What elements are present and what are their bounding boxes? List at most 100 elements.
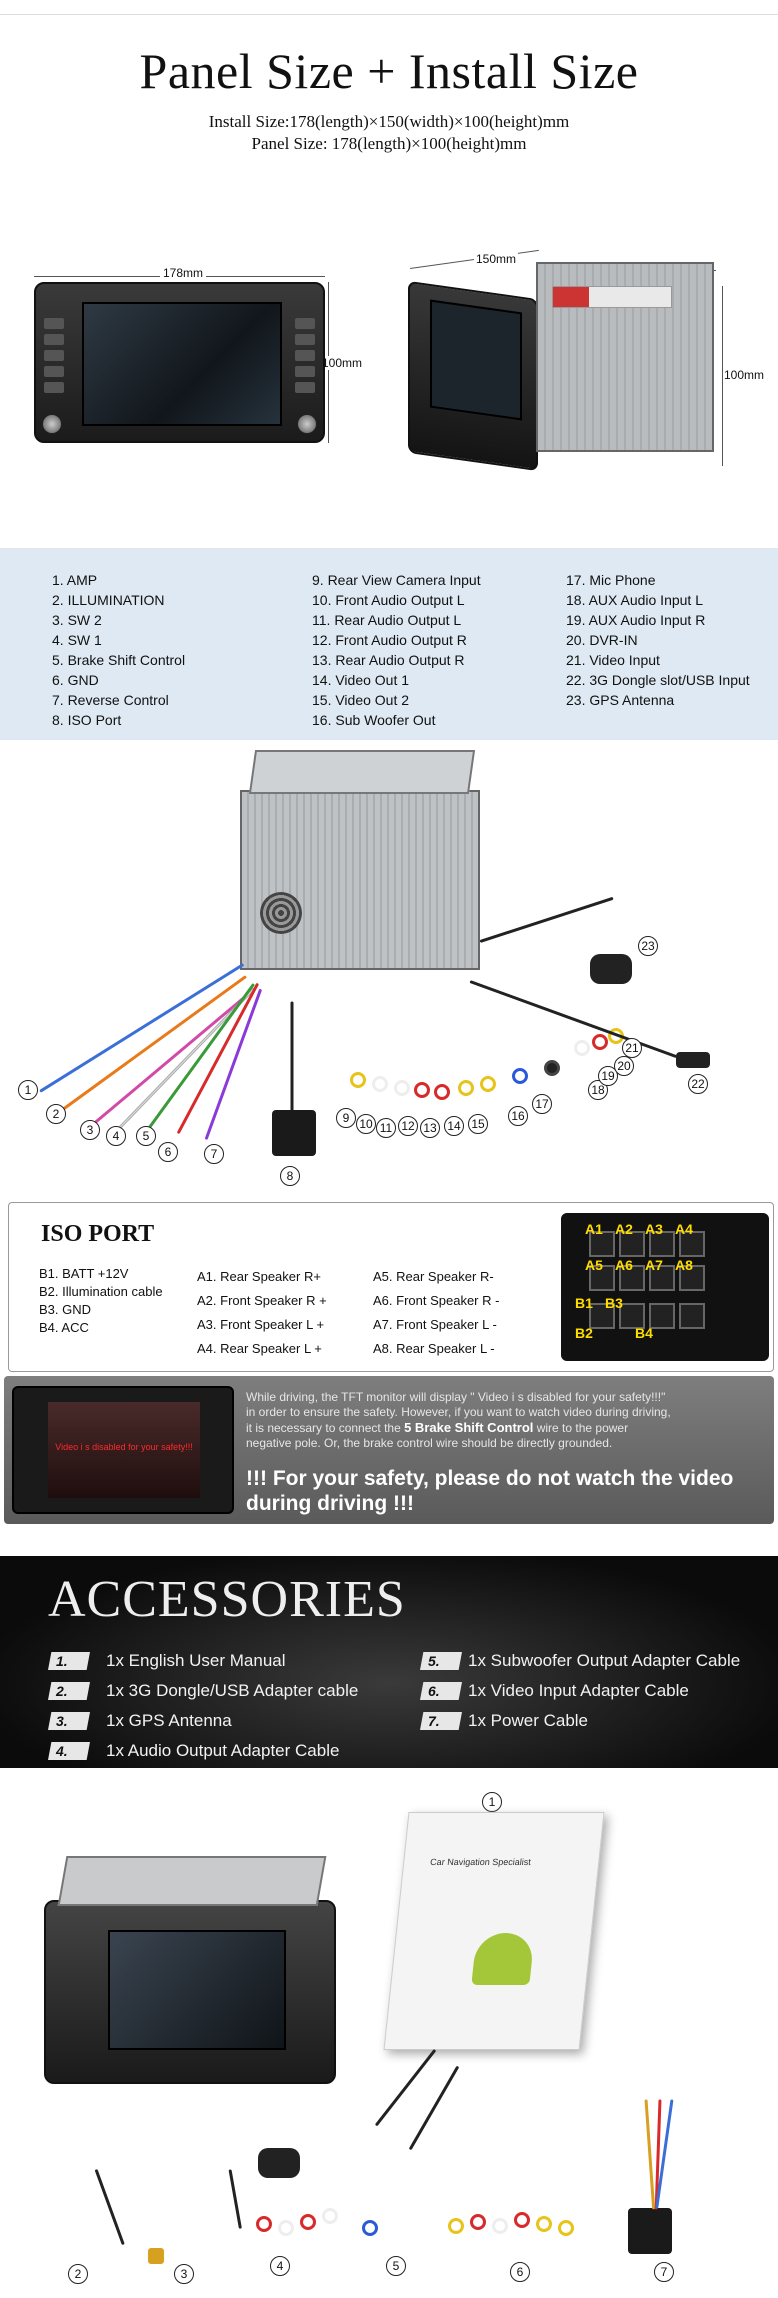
usb-connector — [676, 1052, 710, 1068]
rca-plug — [448, 2218, 464, 2234]
pin-item: 17. Mic Phone — [566, 572, 656, 588]
wiring-diagram: 1 2 3 4 5 6 7 8 9 10 11 12 13 14 15 16 1… — [0, 740, 778, 1208]
iso-b-pins: B1. BATT +12V B2. Illumination cable B3.… — [39, 1265, 163, 1337]
cable — [176, 982, 260, 1135]
front-width-label: 178mm — [160, 266, 207, 280]
iso-port-section: ISO PORT B1. BATT +12V B2. Illumination … — [8, 1202, 774, 1372]
accessory-text: 1x Power Cable — [468, 1711, 589, 1730]
rca-plug — [350, 1072, 366, 1088]
pin-cell — [679, 1265, 705, 1291]
rca-plug — [512, 1068, 528, 1084]
accessory-text: 1x GPS Antenna — [106, 1711, 232, 1730]
pin-cell — [649, 1303, 675, 1329]
safety-banner: Video i s disabled for your safety!!! Wh… — [4, 1376, 774, 1524]
pin-cell — [619, 1231, 645, 1257]
iso-plug — [272, 1110, 316, 1156]
rca-plug — [480, 1076, 496, 1092]
callout-label: 20 — [614, 1056, 634, 1076]
rca-plug — [574, 1040, 590, 1056]
pin-cell — [649, 1231, 675, 1257]
rca-plug — [558, 2220, 574, 2236]
iso-pin: A4. Rear Speaker L + — [197, 1341, 322, 1356]
iso-pin: A5. Rear Speaker R- — [373, 1269, 494, 1284]
chassis-top — [248, 750, 476, 794]
callout-label: 3 — [80, 1120, 100, 1140]
iso-pin: A2. Front Speaker R + — [197, 1293, 327, 1308]
accessory-text: 1x Audio Output Adapter Cable — [106, 1741, 340, 1760]
cable — [408, 2065, 460, 2151]
accessory-number: 6. — [420, 1682, 462, 1700]
brake-wire-label: 5 Brake Shift Control — [404, 1420, 534, 1435]
tune-knob — [297, 414, 317, 434]
pin-label: A7 — [645, 1257, 663, 1273]
size-section: Panel Size + Install Size Install Size:1… — [0, 0, 778, 548]
accessory-text: 1x 3G Dongle/USB Adapter cable — [106, 1681, 359, 1700]
unit-screen: Video i s disabled for your safety!!! — [48, 1402, 200, 1498]
rca-plug — [458, 1080, 474, 1096]
callout-label: 22 — [688, 1074, 708, 1094]
pin-item: 13. Rear Audio Output R — [312, 652, 465, 668]
rca-plug — [434, 1084, 450, 1100]
pin-cell — [679, 1231, 705, 1257]
pin-column-1: 1. AMP 2. ILLUMINATION 3. SW 2 4. SW 1 5… — [52, 570, 185, 730]
pin-item: 20. DVR-IN — [566, 632, 638, 648]
unit-chassis-top — [57, 1856, 327, 1906]
user-manual: Car Navigation Specialist — [383, 1812, 605, 2050]
rca-plug — [492, 2218, 508, 2234]
rca-plug — [256, 2216, 272, 2232]
iso-pin: B3. GND — [39, 1302, 92, 1317]
pin-label: A2 — [615, 1221, 633, 1237]
pin-item: 19. AUX Audio Input R — [566, 612, 706, 628]
pin-label: A6 — [615, 1257, 633, 1273]
pin-item: 4. SW 1 — [52, 632, 102, 648]
pin-item: 18. AUX Audio Input L — [566, 592, 703, 608]
manual-title: Car Navigation Specialist — [429, 1857, 532, 1867]
callout-label: 15 — [468, 1114, 488, 1134]
cable — [290, 1001, 294, 1114]
rca-plug — [300, 2214, 316, 2230]
accessory-text: 1x English User Manual — [106, 1651, 286, 1670]
accessories-title: ACCESSORIES — [48, 1571, 406, 1628]
pin-item: 1. AMP — [52, 572, 98, 588]
callout-label: 6 — [158, 1142, 178, 1162]
usb-connector — [148, 2248, 164, 2264]
head-unit-front — [34, 282, 325, 443]
callout-label: 7 — [204, 1144, 224, 1164]
pin-label: B1 — [575, 1295, 593, 1311]
pin-cell — [619, 1303, 645, 1329]
power-harness-plug — [628, 2208, 672, 2254]
pin-item: 22. 3G Dongle slot/USB Input — [566, 672, 750, 688]
callout-label: 4 — [270, 2256, 290, 2276]
accessory-number: 7. — [420, 1712, 462, 1730]
cable — [644, 2099, 656, 2210]
head-unit — [44, 1856, 336, 2084]
pin-item: 21. Video Input — [566, 652, 660, 668]
safety-line: it is necessary to connect the 5 Brake S… — [246, 1420, 766, 1436]
safety-line: negative pole. Or, the brake control wir… — [246, 1436, 613, 1450]
pin-item: 12. Front Audio Output R — [312, 632, 467, 648]
pin-item: 15. Video Out 2 — [312, 692, 410, 708]
pin-label: A8 — [675, 1257, 693, 1273]
pin-label: B4 — [635, 1325, 653, 1341]
iso-pin: B4. ACC — [39, 1320, 89, 1335]
cable — [94, 2168, 125, 2246]
head-unit-side — [408, 262, 718, 472]
warning-line: during driving !!! — [246, 1492, 414, 1515]
pin-cell — [589, 1265, 615, 1291]
rca-plug — [470, 2214, 486, 2230]
iso-pin: A6. Front Speaker R - — [373, 1293, 500, 1308]
iso-pin: A8. Rear Speaker L - — [373, 1341, 495, 1356]
pin-item: 5. Brake Shift Control — [52, 652, 186, 668]
rca-plug — [362, 2220, 378, 2236]
rca-plug — [278, 2220, 294, 2236]
pin-item: 10. Front Audio Output L — [312, 592, 465, 608]
pin-label: A5 — [585, 1257, 603, 1273]
accessory-text: 1x Video Input Adapter Cable — [468, 1681, 689, 1700]
callout-label: 17 — [532, 1094, 552, 1114]
iso-title: ISO PORT — [41, 1221, 155, 1247]
pin-item: 11. Rear Audio Output L — [312, 612, 462, 628]
divider — [0, 14, 778, 15]
callout-label: 10 — [356, 1114, 376, 1134]
safety-line: in order to ensure the safety. However, … — [246, 1405, 671, 1419]
callout-label: 21 — [622, 1038, 642, 1058]
